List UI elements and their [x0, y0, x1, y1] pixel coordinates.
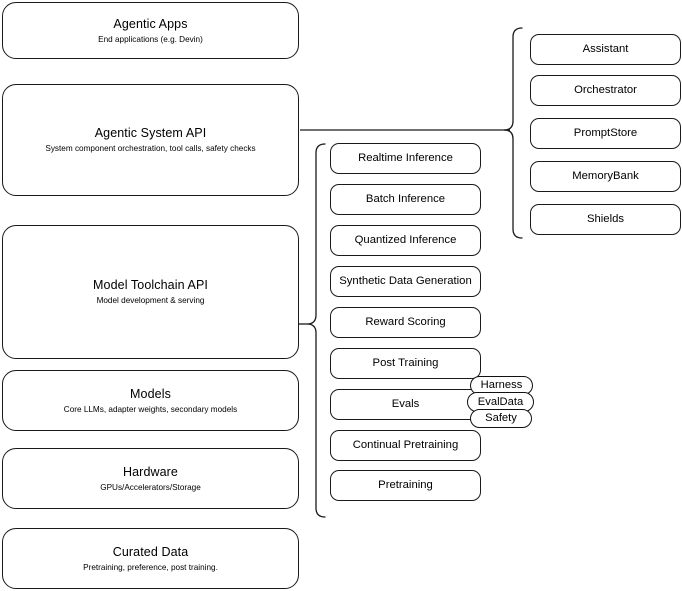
chip-label: Synthetic Data Generation: [339, 275, 472, 287]
toolchain-item-quantized-inference[interactable]: Quantized Inference: [330, 225, 481, 256]
toolchain-item-continual-pretraining[interactable]: Continual Pretraining: [330, 430, 481, 461]
toolchain-item-realtime-inference[interactable]: Realtime Inference: [330, 143, 481, 174]
minipill-label: Harness: [480, 379, 523, 391]
layer-model-toolchain-api[interactable]: Model Toolchain API Model development & …: [2, 225, 299, 359]
layer-title: Agentic System API: [94, 126, 207, 140]
layer-subtitle: End applications (e.g. Devin): [98, 34, 203, 44]
system-item-assistant[interactable]: Assistant: [530, 34, 681, 65]
layer-agentic-system-api[interactable]: Agentic System API System component orch…: [2, 84, 299, 196]
layer-subtitle: System component orchestration, tool cal…: [45, 144, 256, 153]
layer-title: Agentic Apps: [113, 16, 188, 31]
system-item-promptstore[interactable]: PromptStore: [530, 118, 681, 149]
system-item-shields[interactable]: Shields: [530, 204, 681, 235]
layer-subtitle: GPUs/Accelerators/Storage: [100, 482, 201, 492]
chip-label: Reward Scoring: [365, 316, 446, 328]
chip-label: Realtime Inference: [358, 152, 453, 164]
chip-label: Pretraining: [378, 479, 433, 491]
chip-label: Evals: [391, 398, 420, 410]
chip-label: Shields: [586, 213, 625, 225]
layer-hardware[interactable]: Hardware GPUs/Accelerators/Storage: [2, 448, 299, 509]
chip-label: Assistant: [582, 43, 629, 55]
toolchain-item-post-training[interactable]: Post Training: [330, 348, 481, 379]
layer-title: Models: [130, 386, 171, 401]
minipill-label: EvalData: [477, 395, 524, 408]
chip-label: Orchestrator: [574, 84, 637, 96]
layer-subtitle: Pretraining, preference, post training.: [83, 562, 218, 572]
layer-curated-data[interactable]: Curated Data Pretraining, preference, po…: [2, 528, 299, 589]
chip-label: Continual Pretraining: [352, 439, 459, 451]
minipill-label: Safety: [485, 412, 517, 424]
toolchain-item-reward-scoring[interactable]: Reward Scoring: [330, 307, 481, 338]
chip-label: Batch Inference: [365, 193, 446, 205]
toolchain-item-batch-inference[interactable]: Batch Inference: [330, 184, 481, 215]
layer-agentic-apps[interactable]: Agentic Apps End applications (e.g. Devi…: [2, 2, 299, 59]
system-item-memorybank[interactable]: MemoryBank: [530, 161, 681, 192]
layer-subtitle: Model development & serving: [96, 296, 205, 305]
system-item-orchestrator[interactable]: Orchestrator: [530, 75, 681, 106]
chip-label: MemoryBank: [572, 170, 639, 182]
toolchain-item-evals[interactable]: Evals: [330, 389, 481, 420]
layer-subtitle: Core LLMs, adapter weights, secondary mo…: [63, 404, 238, 414]
layer-title: Hardware: [123, 464, 178, 479]
layer-title: Model Toolchain API: [93, 278, 208, 292]
chip-label: Quantized Inference: [354, 234, 457, 246]
layer-models[interactable]: Models Core LLMs, adapter weights, secon…: [2, 370, 299, 431]
toolchain-item-pretraining[interactable]: Pretraining: [330, 470, 481, 501]
toolchain-item-synthetic-data-generation[interactable]: Synthetic Data Generation: [330, 266, 481, 297]
chip-label: Post Training: [372, 357, 439, 369]
evals-subcomponent-safety[interactable]: Safety: [470, 409, 532, 428]
layer-title: Curated Data: [112, 544, 189, 559]
chip-label: PromptStore: [573, 127, 638, 139]
